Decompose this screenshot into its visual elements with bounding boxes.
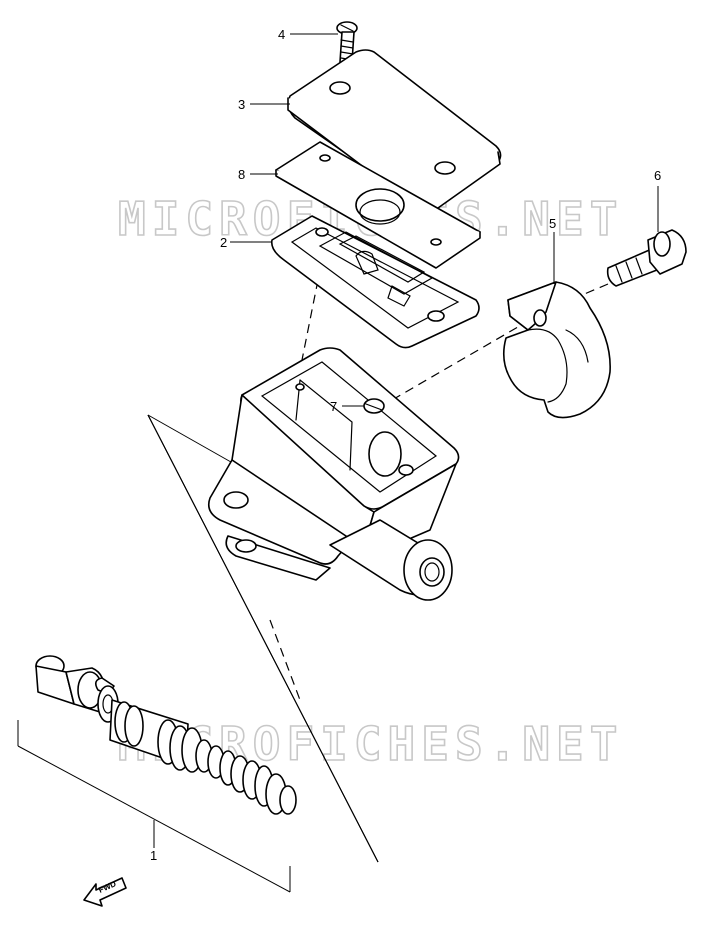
bolt-part-6 bbox=[606, 229, 687, 287]
master-cylinder-body bbox=[207, 347, 460, 601]
callout-1: 1 bbox=[150, 848, 157, 863]
gasket-part-2 bbox=[270, 215, 480, 349]
forward-arrow-icon: FWD bbox=[83, 877, 127, 907]
axis-clamp-to-body bbox=[391, 319, 531, 401]
part-1-bracket bbox=[17, 720, 291, 893]
axis-bolt-to-clamp bbox=[574, 283, 609, 299]
callout-2: 2 bbox=[220, 235, 227, 250]
callout-3: 3 bbox=[238, 97, 245, 112]
callout-4: 4 bbox=[278, 27, 285, 42]
axis-cap-to-body bbox=[297, 279, 319, 381]
callout-7: 7 bbox=[330, 399, 337, 414]
callout-8: 8 bbox=[238, 167, 245, 182]
clamp-part-5 bbox=[502, 281, 611, 419]
piston-group-bracket bbox=[147, 414, 379, 863]
callout-5: 5 bbox=[549, 216, 556, 231]
plug-part-7 bbox=[363, 398, 385, 414]
callout-6: 6 bbox=[654, 168, 661, 183]
diaphragm-plate-part-8 bbox=[275, 141, 481, 269]
piston-assembly-part-1 bbox=[35, 655, 297, 815]
